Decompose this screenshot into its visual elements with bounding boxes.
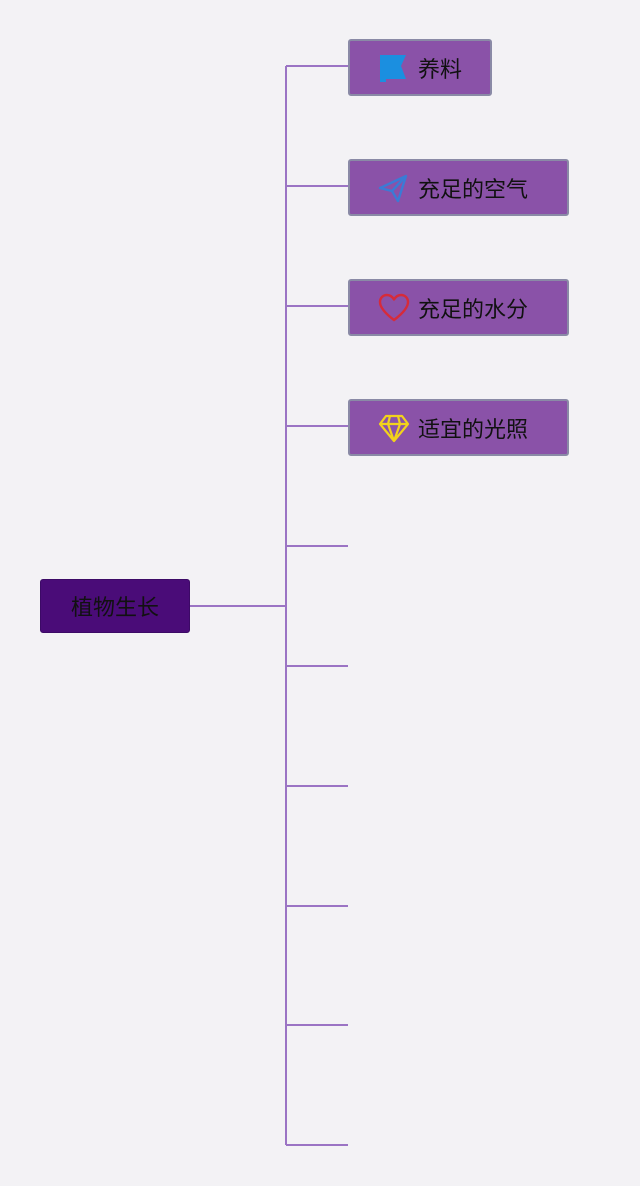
paper-plane-icon (378, 173, 412, 203)
diamond-icon (378, 413, 412, 443)
branch-topic-water[interactable]: 充足的水分 (348, 279, 569, 336)
branch-topic-label: 适宜的光照 (418, 417, 529, 443)
branch-topic-label: 充足的水分 (418, 297, 529, 323)
paper-plane-icon-outline (378, 174, 408, 202)
branch-topic-nutrients[interactable]: 养料 (348, 39, 492, 96)
root-topic-label: 植物生长 (70, 596, 159, 621)
diamond-icon-outline (378, 414, 410, 442)
paper-plane-icon-svg (378, 174, 408, 202)
branch-topic-air[interactable]: 充足的空气 (348, 159, 569, 216)
flag-icon-shape (380, 54, 406, 82)
heart-icon-outline (378, 293, 410, 321)
root-topic[interactable]: 植物生长 (40, 579, 190, 633)
branch-topic-light[interactable]: 适宜的光照 (348, 399, 569, 456)
branch-topic-label: 养料 (418, 57, 463, 83)
heart-icon (378, 293, 412, 323)
branch-topic-label: 充足的空气 (418, 177, 529, 203)
diamond-icon-svg (378, 414, 410, 442)
heart-icon-svg (378, 293, 410, 321)
flag-icon-svg (380, 54, 406, 82)
flag-icon (378, 53, 412, 83)
